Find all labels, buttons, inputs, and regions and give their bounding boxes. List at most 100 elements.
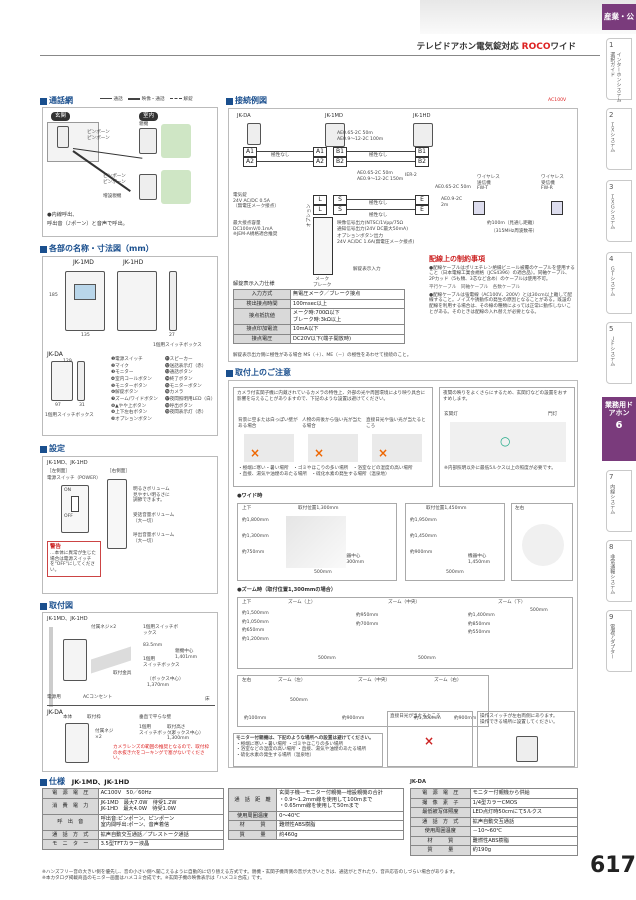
warning-box: 警告 …本体に異常が生じた場合は電源スイッチを"OFF"にしてください。 [47,541,101,577]
ops-text: 操作スイッチが左右両側にあります。 操作できる場所に設置してください。 [480,714,558,725]
da-height: 取付高さ （ボックス中心） 1,300mm [167,725,204,742]
case-sun-image [372,434,422,462]
cable-3: AE0.65-2C 50m [435,185,471,190]
mount-floor: 床 [205,697,210,702]
term-a2-da: A2 [243,157,257,167]
call-diagram: 玄関 室内 ピンポーン ピンポーン 親機 ピンポーン ピンポーン 増設親機 ●内… [42,107,218,237]
wide-a-center: 機器中心 1,300mm [342,554,365,565]
dim-97: 97 [55,403,61,408]
da-switchbox: 1個用 スイッチボックス [139,725,176,736]
settings-power: 電源スイッチ（POWER） [47,476,101,481]
warning-text: …本体に異常が生じた場合は電源スイッチを"OFF"にしてください。 [50,550,96,574]
gate-lamp: 門灯 [548,412,558,417]
jkda-front [51,361,73,401]
category-tab[interactable]: 産業・公共 [602,4,636,47]
lock-power: 電気錠 24V AC/DC 0.5A （無電圧メーク接点） [233,193,279,210]
wire-b1 [347,151,415,152]
footnote: ※ハンズフリー音の大きい側を優先し、音の小さい側へ聞こえるように自動的に切り替え… [42,870,458,881]
wide-a-750: 約750mm [242,550,265,555]
warning-title: 警告 [50,544,62,550]
restriction-title: 配線上の制約事項 [429,255,485,263]
term-e2: E [415,205,429,215]
wide-leftright: 左右 [515,506,525,511]
zoom-left: ズーム（左） [278,678,306,683]
lock-note: 最大接点容量 DC100mV/0.1mA ※JEM-A規格適合推奨 [233,221,278,238]
zoom-lr-900b: 約900mm [454,716,477,721]
unit-side [63,639,87,681]
table-row: 通 話 方 式拡声自動交互通話／プレストーク通話 [42,829,225,840]
wiring-jkda: JK-DA [237,113,251,119]
mount-diagram: JK-1MD、JK-1HD 付属ネジ×2 1個用スイッチボックス 83.5mm … [42,612,218,772]
receive-volume: 受話音量ボリューム （大一切） [133,513,175,524]
da-wall: 垂直で平らな壁 [139,715,172,720]
wiring-jk1md: JK-1MD [325,113,344,119]
table-row: 質 量約190g [410,845,579,856]
wide-b-900: 約900mm [410,550,433,555]
section-caution-heading: 取付上のご注意 [226,368,291,378]
zoom-500a: 500mm [318,656,336,661]
tab-active[interactable]: 業務用ドアホン 6 [602,397,636,461]
cable-types: 平行ケーブル 同軸ケーブル 各数ケーブル [429,284,521,290]
person-icon [161,124,191,158]
jk1hd-label: JK-1HD [123,259,144,266]
zoom-top-label: ズーム（上） [288,600,316,605]
zoom-right: ズーム（右） [434,678,462,683]
zoom-500b: 500mm [418,656,436,661]
distance: 約100m（見通し距離） [487,221,537,226]
jk1md-front [65,271,105,331]
make-break: メーク ブレーク [313,277,332,288]
dim-31: 31 [79,403,85,408]
wide-b-center: 機器中心 1,450mm [468,554,491,565]
zoom-center-label: ズーム（中央） [388,600,421,605]
wide-diagram-2: 取付位置1,450mm 約1,950mm 約1,450mm 約900mm 500… [405,503,505,581]
table-row: 通 話 方 式拡声自動交互通話 [410,816,579,827]
da-body: 本体 [63,715,73,720]
section-wiring-heading: 接続例図 [226,96,267,106]
input-spec-title: 解錠表示入力仕様 [233,281,275,287]
mount-83mm: 83.5mm [143,643,163,648]
table-row: 質 量約460g [227,829,404,840]
zoom-lr-500: 500mm [290,698,308,703]
zoom-bottom-label: ズーム（下） [498,600,526,605]
wire-a2 [257,161,313,162]
settings-left-side: ［左側面］ [47,469,70,474]
page-title: テレビドアホン電気錠対応 ROCOワイド [417,42,576,53]
mount-bracket-label: 取付金具 [113,671,132,676]
wide-a-500: 500mm [314,570,332,575]
input-note: 解錠表示出力側に極性がある場合 MS（＋）、ME（－）の極性をあわせて接続のこと… [233,353,412,358]
mount-switchbox-2: 1個用 スイッチボックス [143,657,180,668]
wiring-hd-icon [413,123,433,147]
off-label: OFF [64,514,73,519]
switchbox-label-2: 1個用スイッチボックス [45,413,94,418]
power-switch-icon[interactable] [71,496,79,512]
section-spec-heading: 仕様 JK-1MD、JK-1HD [40,777,129,787]
table-row: 通 話 距 離玄関子機―モニター付親機―増設親機の合計 ・0.9～1.2mm線を… [227,788,404,812]
pinpon-text-2: ピンポーン ピンポーン [103,174,126,185]
case-backlight: 人物の背後から強い光が当たる場合 [302,418,362,429]
night-text: 夜間の映りをよくさらにするため、玄関灯などの設置をおすすめします。 [443,391,568,402]
polarity-2: 極性なし [369,153,388,158]
cable-4: AE0.9-2C 2m [441,197,463,208]
option-label: オプション [307,204,312,227]
zoom-lr-900: 約900mm [342,716,365,721]
wall [49,627,53,707]
spec-table-2: 通 話 距 離玄関子機―モニター付親機―増設親機の合計 ・0.9～1.2mm線を… [227,788,404,840]
extension-monitor-icon [139,174,157,200]
frequency: （315MHz周波数帯） [491,229,538,234]
